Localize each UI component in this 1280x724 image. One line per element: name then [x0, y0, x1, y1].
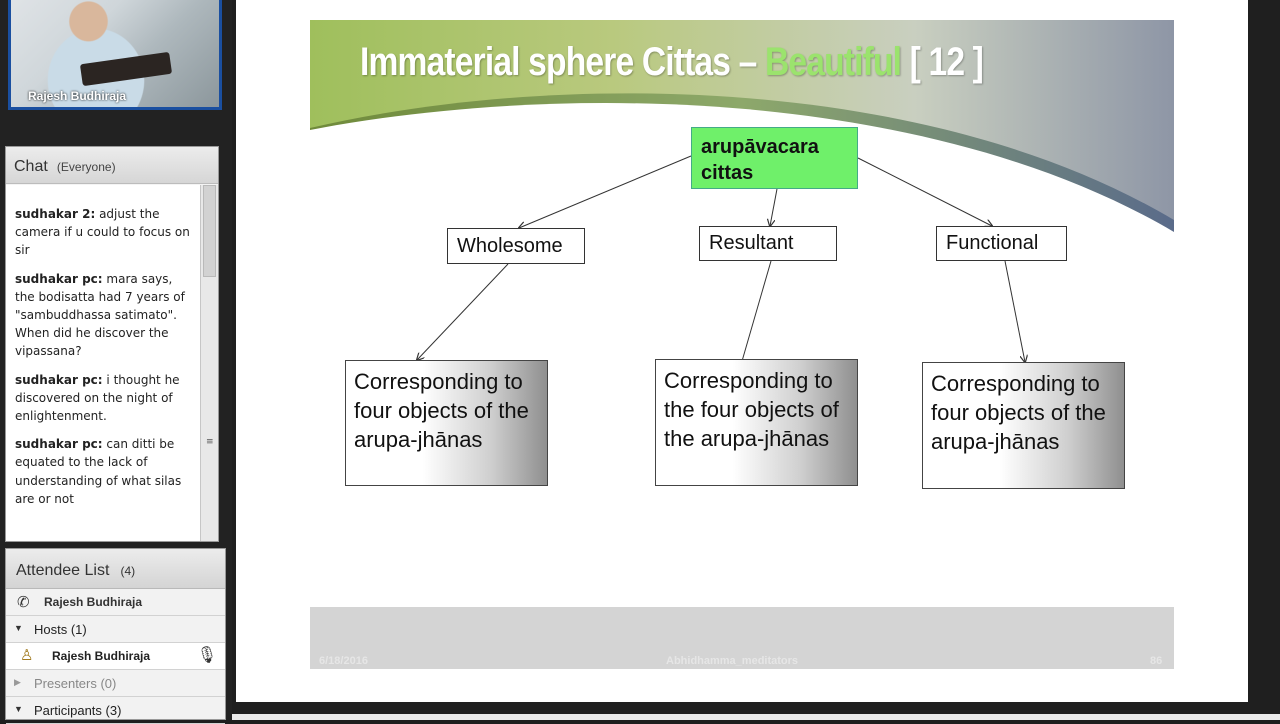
diagram-connectors	[236, 155, 1248, 702]
presenter-figure	[21, 0, 171, 107]
chat-message: sudhakar pc: can ditti be equated to the…	[15, 435, 192, 508]
chat-text: i thought he discovered on the night of …	[15, 372, 180, 424]
slide-title-main: Immaterial sphere Cittas –	[360, 40, 765, 84]
connector-root-resultant	[770, 188, 778, 226]
presenters-group[interactable]: ▶ Presenters (0)	[6, 670, 225, 697]
chat-header: Chat (Everyone)	[6, 147, 218, 184]
functional-leaf-node: Corresponding to four objects of the aru…	[922, 362, 1125, 489]
chat-message: sudhakar pc: mara says, the bodisatta ha…	[15, 270, 192, 361]
presenter-video-feed	[11, 0, 219, 107]
attendee-name: Rajesh Budhiraja	[44, 595, 143, 609]
connector-root-wholesome	[519, 155, 692, 228]
slide: Immaterial sphere Cittas – Beautiful [ 1…	[236, 0, 1248, 702]
phone-icon: ✆	[17, 594, 30, 611]
wholesome-node: Wholesome	[447, 228, 585, 264]
stage-bottom-strip	[232, 714, 1280, 720]
slide-footer-bar	[310, 607, 1174, 669]
slide-title-highlight: Beautiful	[764, 40, 902, 84]
chat-message: sudhakar pc: i thought he discovered on …	[15, 371, 192, 426]
chat-scrollbar[interactable]: ≡	[200, 185, 218, 541]
expanded-arrow-icon: ▼	[14, 623, 23, 633]
left-panel: Rajesh Budhiraja Chat (Everyone) sudhaka…	[0, 0, 232, 724]
chat-text: can ditti be equated to the lack of unde…	[15, 437, 182, 506]
connector-root-functional	[857, 157, 992, 226]
attendee-panel: Attendee List (4) ✆ Rajesh Budhiraja ▼ H…	[5, 548, 226, 724]
hosts-label: Hosts (1)	[34, 622, 87, 637]
wholesome-leaf-node: Corresponding to four objects of the aru…	[345, 360, 548, 486]
chat-scrollbar-thumb[interactable]	[203, 185, 216, 277]
chat-scope[interactable]: (Everyone)	[56, 160, 116, 174]
resultant-node: Resultant	[699, 226, 837, 261]
attendee-phone-row[interactable]: ✆ Rajesh Budhiraja	[6, 589, 225, 616]
chat-sender: sudhakar pc:	[15, 372, 103, 387]
attendee-header[interactable]: Attendee List (4)	[6, 549, 225, 589]
functional-node: Functional	[936, 226, 1067, 261]
chat-title: Chat	[14, 158, 48, 175]
presenter-name: Rajesh Budhiraja	[28, 89, 127, 103]
resize-grip-icon[interactable]: ≡	[206, 437, 214, 447]
collapsed-arrow-icon: ▶	[14, 677, 21, 687]
chat-message: sudhakar 2: adjust the camera if u could…	[15, 205, 192, 260]
attendee-title: Attendee List	[16, 562, 110, 579]
chat-text: mara says, the bodisatta had 7 years of …	[15, 271, 185, 359]
chat-messages: sudhakar 2: adjust the camera if u could…	[6, 185, 200, 541]
host-row[interactable]: ♙ Rajesh Budhiraja 🎙	[6, 643, 225, 670]
chat-panel: Chat (Everyone) sudhakar 2: adjust the c…	[5, 146, 219, 542]
presenter-video[interactable]: Rajesh Budhiraja	[8, 0, 222, 110]
chat-text: adjust the camera if u could to focus on…	[15, 207, 190, 258]
expanded-arrow-icon: ▼	[14, 704, 23, 714]
microphone-icon[interactable]: 🎙	[196, 647, 217, 664]
slide-footer-date: 6/18/2016	[319, 655, 368, 667]
resultant-leaf-node: Corresponding to the four objects of the…	[655, 359, 858, 486]
connector-functional-leaf	[1004, 260, 1025, 362]
chat-sender: sudhakar pc:	[15, 271, 103, 286]
slide-title-count: [ 12 ]	[901, 40, 984, 84]
connector-resultant-leaf	[738, 260, 772, 375]
chat-sender: sudhakar pc:	[15, 437, 103, 452]
connector-wholesome-leaf	[417, 263, 509, 360]
attendee-count: (4)	[120, 564, 136, 578]
root-node: arupāvacara cittas	[691, 127, 858, 189]
hosts-group[interactable]: ▼ Hosts (1)	[6, 616, 225, 643]
host-user-icon: ♙	[20, 647, 34, 664]
slide-page-number: 86	[1150, 655, 1163, 667]
host-name: Rajesh Budhiraja	[52, 649, 151, 663]
participants-label: Participants (3)	[34, 703, 122, 718]
slide-title: Immaterial sphere Cittas – Beautiful [ 1…	[360, 40, 984, 85]
presenters-label: Presenters (0)	[34, 676, 117, 691]
slide-footer-title: Abhidhamma_meditators	[666, 655, 799, 667]
chat-sender: sudhakar 2:	[15, 207, 96, 221]
presentation-stage: Immaterial sphere Cittas – Beautiful [ 1…	[232, 0, 1280, 720]
